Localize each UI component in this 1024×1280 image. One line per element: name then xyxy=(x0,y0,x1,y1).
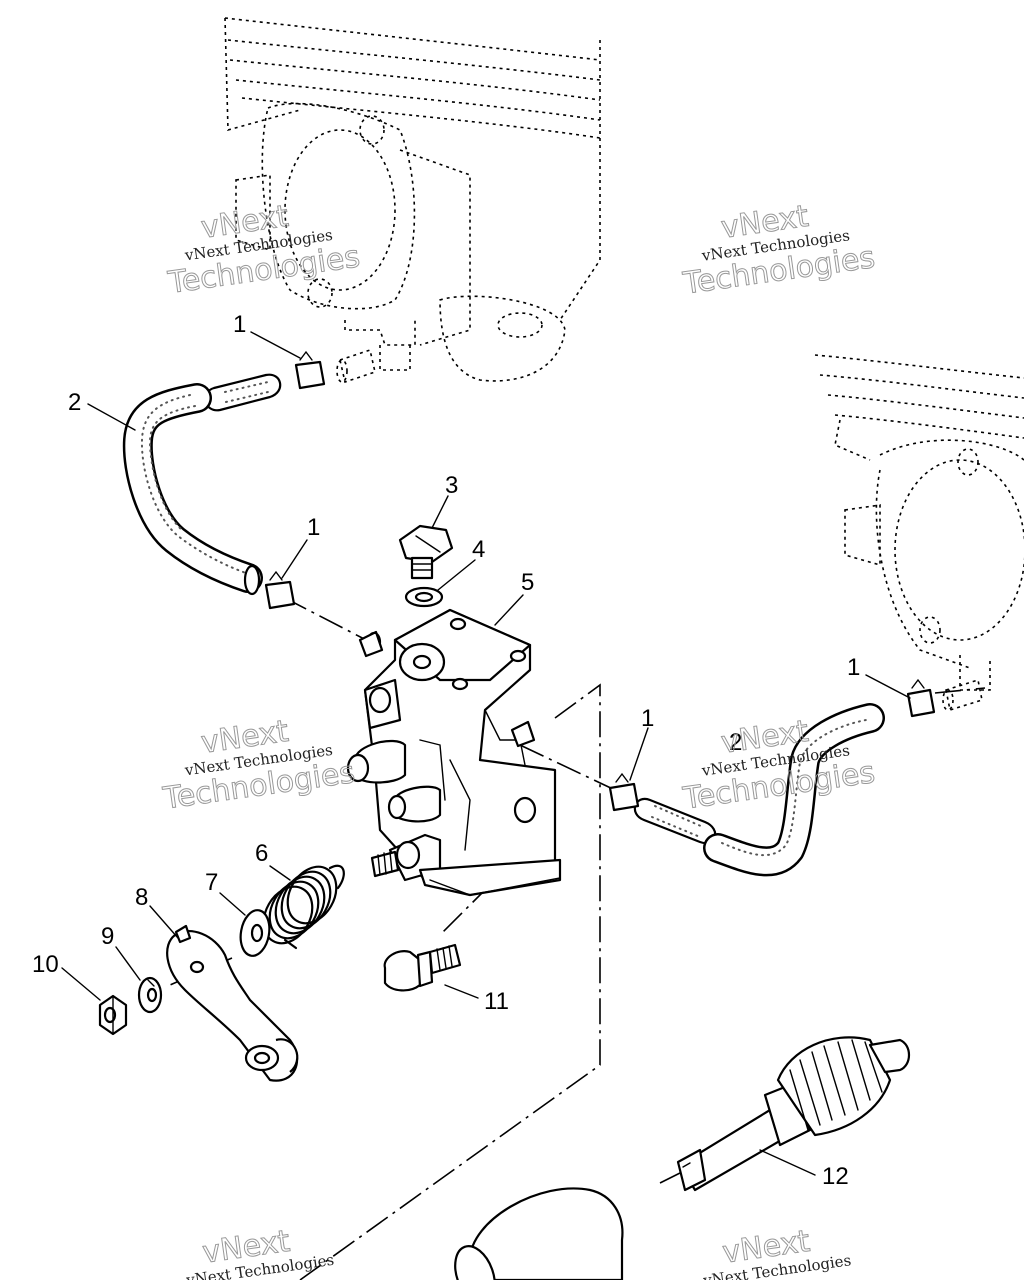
callout-washer: 4 xyxy=(472,536,485,563)
watermark-6: vNext vNext Technologies xyxy=(701,1223,852,1280)
drive-gear-shaft xyxy=(676,1036,911,1192)
spring-washer xyxy=(239,909,271,957)
oil-pump-body xyxy=(346,608,562,897)
flange-bolt xyxy=(383,943,462,992)
hose-clamp-right-upper xyxy=(906,678,983,718)
callout-nut: 10 xyxy=(32,951,59,978)
callout-clamp-right-lower: 1 xyxy=(641,705,654,732)
callout-drive-gear: 12 xyxy=(822,1163,849,1190)
hex-nut xyxy=(98,994,128,1036)
callout-clamp-right-upper: 1 xyxy=(847,654,860,681)
watermark-2: vNext Technologies vNext Technologies xyxy=(680,198,878,302)
leader-lines xyxy=(61,331,911,1176)
torsion-spring xyxy=(262,864,345,950)
callout-bolt: 11 xyxy=(484,988,509,1015)
callout-hose-right: 2 xyxy=(729,729,742,756)
callout-lever: 8 xyxy=(135,884,148,911)
callout-spring: 6 xyxy=(255,840,268,867)
watermark-1: vNext Technologies vNext Technologies xyxy=(165,198,363,301)
callout-clamp-top: 1 xyxy=(233,311,246,338)
hose-left xyxy=(122,383,263,596)
callout-clamp-left: 1 xyxy=(307,514,320,541)
lock-washer xyxy=(137,976,163,1014)
sealing-washer xyxy=(404,586,444,608)
watermark-5: vNext vNext Technologies xyxy=(184,1223,335,1280)
small-hose-top xyxy=(204,373,282,412)
callouts: 1 2 1 3 4 5 1 1 2 6 7 8 9 10 11 12 xyxy=(32,311,860,1190)
engine-cylinder-right xyxy=(814,354,1024,691)
banjo-screw xyxy=(398,524,454,580)
drive-sleeve xyxy=(454,1187,624,1280)
watermark-4: vNext Technologies vNext Technologies xyxy=(680,713,878,817)
hose-clamp-top xyxy=(294,350,326,390)
nipple-top xyxy=(336,348,376,384)
callout-lock-washer: 9 xyxy=(101,923,114,950)
callout-screw: 3 xyxy=(445,472,458,499)
callout-hose-left: 2 xyxy=(68,389,81,416)
pump-lever xyxy=(166,924,299,1082)
callout-pump-body: 5 xyxy=(521,569,534,596)
engine-cylinder-top xyxy=(224,17,601,382)
hose-right xyxy=(703,703,885,877)
watermark-3: vNext Technologies vNext Technologies xyxy=(160,713,358,817)
small-hose-right xyxy=(633,797,717,845)
hose-clamp-right-lower xyxy=(608,772,640,812)
hose-clamp-left xyxy=(264,570,296,610)
callout-spring-washer: 7 xyxy=(205,869,218,896)
